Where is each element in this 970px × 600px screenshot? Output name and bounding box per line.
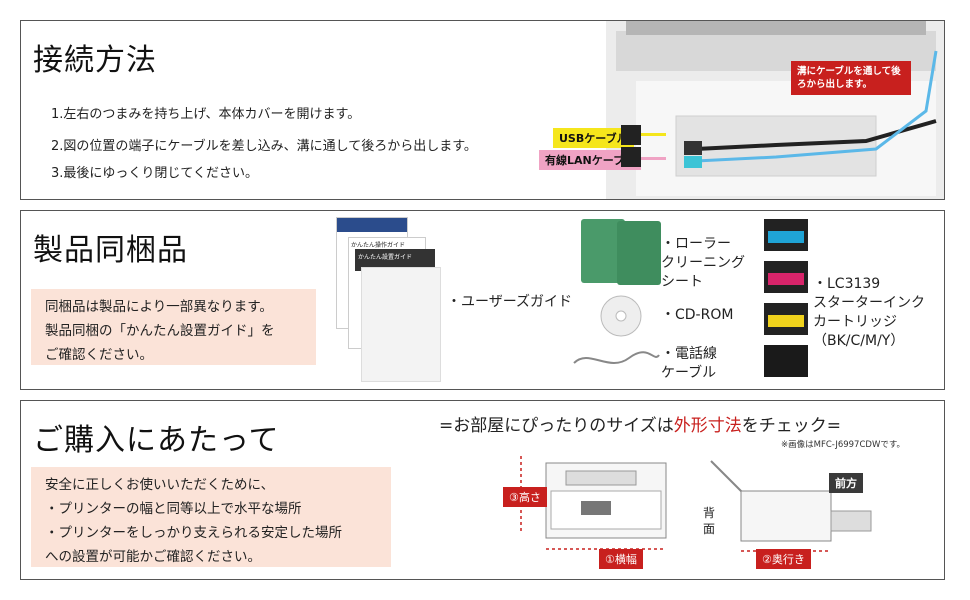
phone-cable-label-line: ケーブル	[661, 365, 717, 381]
printer-interior-photo	[606, 21, 944, 199]
contents-panel: 製品同梱品 同梱品は製品により一部異なります。 製品同梱の「かんたん設置ガイド」…	[20, 210, 945, 390]
usb-port-icon	[621, 125, 641, 145]
phone-cable-icon	[573, 351, 660, 364]
ink-label-line: ・LC3139	[813, 276, 881, 292]
user-guide-booklet	[361, 267, 441, 382]
height-label: ③高さ	[503, 487, 547, 507]
lan-cable-tag: 有線LANケーブル	[539, 150, 642, 170]
roller-label-line: ・ローラー	[661, 236, 731, 252]
roller-sheet-2	[617, 221, 661, 285]
roller-label-line: クリーニング	[661, 255, 745, 271]
width-label: ①横幅	[599, 549, 643, 569]
user-guide-label: ・ユーザーズガイド	[447, 294, 573, 310]
size-heading-pre: =お部屋にぴったりのサイズは	[439, 416, 674, 436]
lan-port-icon	[621, 147, 641, 167]
image-note: ※画像はMFC-J6997CDWです。	[781, 440, 905, 450]
contents-note-line: 同梱品は製品により一部異なります。	[45, 299, 273, 315]
lan-arrow	[641, 157, 666, 160]
purchase-title: ご購入にあたって	[33, 423, 280, 458]
groove-callout: 溝にケーブルを通して後ろから出します。	[791, 61, 911, 95]
roller-label-line: シート	[661, 274, 703, 290]
printer-side-drawing	[710, 460, 872, 552]
ink-cartridge-yellow	[764, 303, 808, 335]
connection-step-3: 3.最後にゆっくり閉じてください。	[51, 166, 259, 181]
ink-label: ・LC3139 スターターインク カートリッジ （BK/C/M/Y）	[813, 275, 925, 351]
front-label: 前方	[829, 473, 863, 493]
ink-label-line: カートリッジ	[813, 314, 897, 330]
usb-arrow	[641, 133, 666, 136]
ink-label-line: （BK/C/M/Y）	[813, 333, 905, 349]
size-heading: =お部屋にぴったりのサイズは外形寸法をチェック=	[439, 411, 841, 436]
purchase-note-line: ・プリンターの幅と同等以上で水平な場所	[45, 501, 302, 517]
connection-step-2: 2.図の位置の端子にケーブルを差し込み、溝に通して後ろから出します。	[51, 139, 477, 154]
roller-label: ・ローラー クリーニング シート	[661, 235, 745, 292]
size-heading-post: をチェック=	[741, 416, 841, 436]
setup-guide-cover: かんたん設置ガイド	[355, 249, 435, 271]
size-heading-emphasis: 外形寸法	[673, 416, 742, 436]
ink-cartridge-magenta	[764, 261, 808, 293]
connection-panel: 接続方法 1.左右のつまみを持ち上げ、本体カバーを開けます。 2.図の位置の端子…	[20, 20, 945, 200]
connection-step-1: 1.左右のつまみを持ち上げ、本体カバーを開けます。	[51, 107, 361, 122]
booklet-label: かんたん操作ガイド	[349, 238, 425, 251]
ink-cartridge-cyan	[764, 219, 808, 251]
phone-cable-label-line: ・電話線	[661, 346, 717, 362]
contents-note: 同梱品は製品により一部異なります。 製品同梱の「かんたん設置ガイド」を ご確認く…	[31, 289, 316, 365]
contents-note-line: ご確認ください。	[45, 347, 153, 363]
cd-rom-label: ・CD-ROM	[661, 307, 734, 323]
ink-label-line: スターターインク	[813, 295, 925, 311]
contents-note-line: 製品同梱の「かんたん設置ガイド」を	[45, 323, 275, 339]
printer-front-drawing	[520, 456, 667, 550]
purchase-note: 安全に正しくお使いいただくために、 ・プリンターの幅と同等以上で水平な場所 ・プ…	[31, 467, 391, 567]
depth-label: ②奥行き	[756, 549, 811, 569]
usb-cable-tag: USBケーブル	[553, 128, 634, 148]
purchase-note-line: 安全に正しくお使いいただくために、	[45, 477, 275, 493]
purchase-note-line: ・プリンターをしっかり支えられる安定した場所	[45, 525, 342, 541]
purchase-panel: ご購入にあたって 安全に正しくお使いいただくために、 ・プリンターの幅と同等以上…	[20, 400, 945, 580]
cd-rom-icon	[600, 295, 642, 337]
connection-title: 接続方法	[33, 43, 157, 78]
purchase-note-line: への設置が可能かご確認ください。	[45, 549, 261, 565]
ink-cartridge-black	[764, 345, 808, 377]
phone-cable-label: ・電話線 ケーブル	[661, 345, 717, 383]
contents-title: 製品同梱品	[33, 233, 188, 268]
back-label: 背面	[703, 506, 716, 536]
